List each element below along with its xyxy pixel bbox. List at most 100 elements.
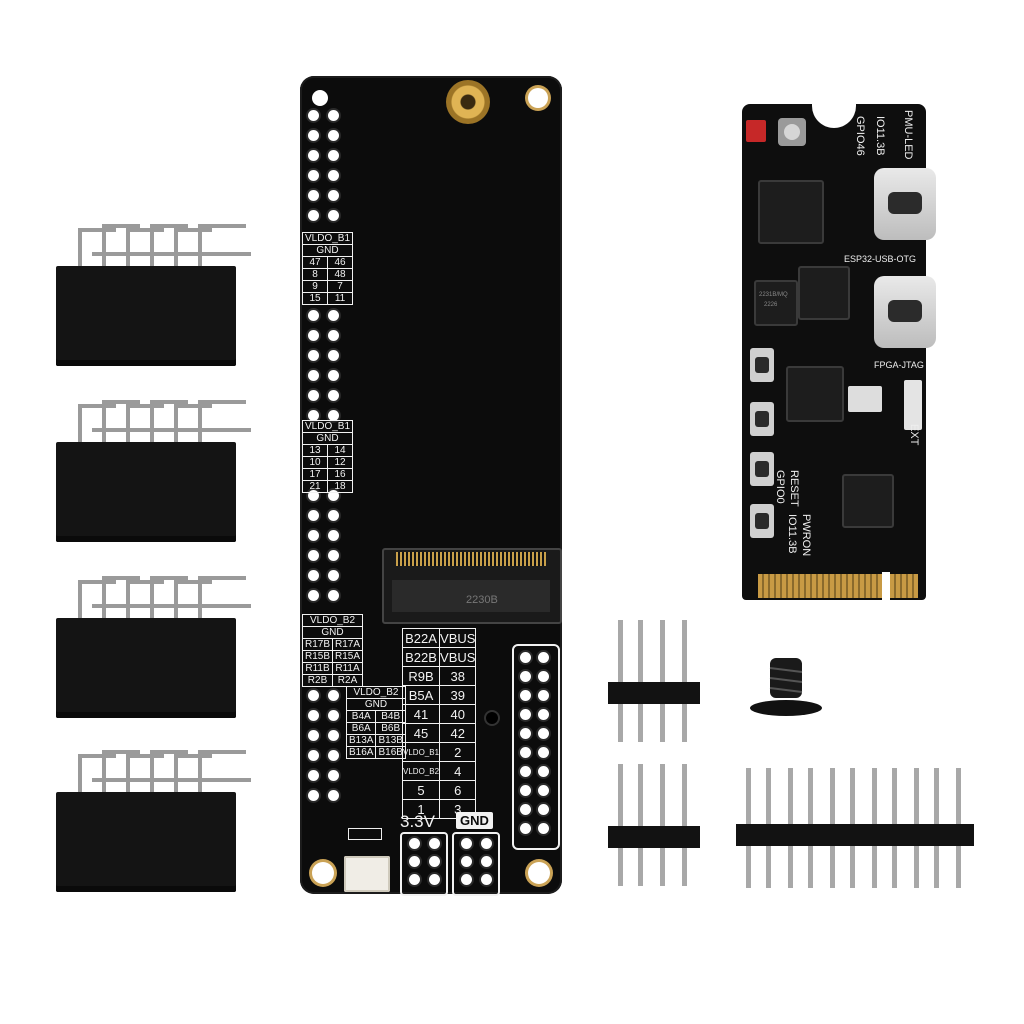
label-gnd: GND — [456, 812, 493, 829]
pin-hole — [308, 770, 319, 781]
header-body-4 — [56, 792, 236, 892]
fpga-chip — [786, 366, 844, 422]
header-body-1 — [56, 266, 236, 366]
pin-hole — [328, 510, 339, 521]
map-cell: VBUS — [439, 647, 477, 667]
fiducial — [486, 712, 498, 724]
usb-c-otg-port — [874, 168, 936, 240]
right-pin-header — [512, 644, 560, 850]
label-fpga-jtag: FPGA-JTAG — [874, 360, 924, 370]
pin-hole — [308, 150, 319, 161]
button-1 — [750, 348, 774, 382]
m2-slot: 2230B — [382, 548, 562, 624]
pin-hole — [538, 785, 549, 796]
pin-hole — [308, 410, 319, 421]
m2-screw — [750, 658, 822, 716]
table-sub: GND — [301, 432, 354, 445]
pin-hole — [328, 790, 339, 801]
m2-key-notch — [882, 572, 890, 600]
map-cell: VLDO_B2 — [401, 761, 441, 781]
button-2 — [750, 402, 774, 436]
pin-hole — [520, 728, 531, 739]
pin-hole — [409, 874, 420, 885]
pin-hole — [328, 130, 339, 141]
table-header: VLDO_B1 — [301, 420, 354, 433]
pin-hole — [328, 530, 339, 541]
header-pins-4 — [78, 750, 251, 800]
header-pins-2 — [78, 400, 251, 450]
pin-hole — [409, 856, 420, 867]
pin-cell: B6A — [345, 722, 377, 735]
map-cell: 40 — [439, 704, 477, 724]
pin-hole — [409, 838, 420, 849]
pin-hole — [328, 350, 339, 361]
pin-hole — [308, 350, 319, 361]
pin-hole — [308, 550, 319, 561]
header-body-2 — [56, 442, 236, 542]
red-led — [746, 120, 766, 142]
pin-hole — [328, 330, 339, 341]
map-cell: 4 — [439, 761, 477, 781]
pin-cell: R11B — [301, 662, 334, 675]
pin-hole — [538, 747, 549, 758]
pin-hole — [538, 652, 549, 663]
header-pins-3 — [78, 576, 251, 626]
map-cell: 42 — [439, 723, 477, 743]
label-pmu-led: PMU-LED — [902, 110, 914, 160]
pin-cell: B13A — [345, 734, 377, 747]
pin-cell: R17B — [301, 638, 334, 651]
pin-cell: 16 — [327, 468, 354, 481]
pin-hole — [308, 210, 319, 221]
pin-hole — [538, 823, 549, 834]
pin-hole — [328, 490, 339, 501]
pin-hole — [328, 590, 339, 601]
pin-cell: 18 — [327, 480, 354, 493]
pin-hole-column — [304, 110, 344, 801]
pin-hole — [328, 550, 339, 561]
pin-hole — [538, 804, 549, 815]
table-sub: GND — [346, 698, 406, 711]
map-cell: VBUS — [439, 628, 477, 648]
label-3v3: 3.3V — [400, 812, 435, 831]
table-sub: GND — [301, 626, 364, 639]
pin-hole — [520, 709, 531, 720]
pin-hole — [461, 838, 472, 849]
pin-hole — [328, 690, 339, 701]
pin-hole — [538, 690, 549, 701]
connector-outline — [348, 828, 382, 840]
pin-hole — [308, 330, 319, 341]
pin-hole — [481, 874, 492, 885]
pin-cell: R2B — [301, 674, 334, 687]
pin-hole — [308, 750, 319, 761]
pin-hole — [308, 370, 319, 381]
table-header: VLDO_B2 — [346, 686, 406, 699]
jst-connector — [344, 856, 390, 892]
pin-hole — [520, 766, 531, 777]
ext-connector — [904, 380, 922, 430]
pin-cell: 14 — [327, 444, 354, 457]
pin-cell: R17A — [332, 638, 364, 651]
map-cell: 41 — [401, 704, 441, 724]
pin-hole — [328, 730, 339, 741]
pin-cell: 13 — [301, 444, 329, 457]
label-gpio0: GPIO0 — [774, 470, 786, 504]
header-body-3 — [56, 618, 236, 718]
pin-hole — [538, 709, 549, 720]
chip-marking: 2231B/MQ — [759, 292, 788, 298]
brass-standoff — [446, 80, 490, 124]
pin-cell: 46 — [327, 256, 354, 269]
label-reset: RESET — [788, 470, 800, 507]
pin-hole — [308, 510, 319, 521]
male-header-4pin-a — [608, 620, 700, 742]
pin-cell: B4A — [345, 710, 377, 723]
pin-hole — [429, 874, 440, 885]
pin-hole — [308, 730, 319, 741]
map-cell: VLDO_B1 — [401, 742, 441, 762]
pin-cell: 21 — [301, 480, 329, 493]
pin-hole — [328, 710, 339, 721]
map-cell: 2 — [439, 742, 477, 762]
button-3 — [750, 452, 774, 486]
antenna-connector-core — [784, 124, 800, 140]
